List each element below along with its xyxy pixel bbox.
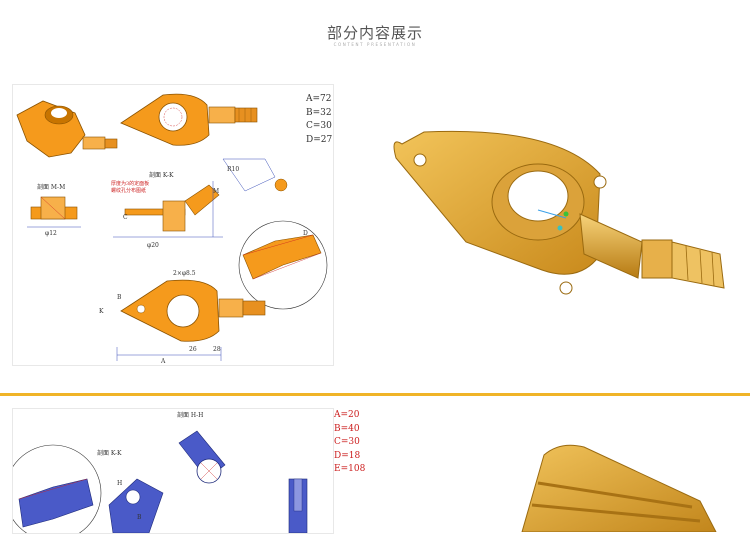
drawing-1-canvas: 剖面 M-M 剖面 K-K 厚度为3的定面板 螺纹孔分布图纸 (16, 93, 328, 365)
render-2-canvas (521, 444, 717, 532)
top-view-part (120, 93, 258, 146)
label-section-hh: 剖面 H-H (177, 411, 203, 419)
label-note-2: 螺纹孔分布图纸 (111, 187, 146, 194)
bottom-view-part (116, 279, 266, 361)
dimension-c-2: C=30 (334, 437, 360, 447)
dimension-list-2: A=20 B=40 C=30 D=18 E=108 (334, 409, 365, 477)
label-dim-phi20: φ20 (147, 242, 159, 249)
section-subtitle: CONTENT PRESENTATION (333, 42, 417, 47)
label-section-mm: 剖面 M-M (37, 183, 65, 191)
label-dim-m: M (213, 188, 219, 195)
label-dim-4x: 2×φ8.5 (173, 270, 196, 277)
label-dim-d: D (303, 230, 308, 237)
label-dim-26: 26 (189, 346, 197, 353)
label-dim-b: B (117, 294, 122, 301)
render-3d-part-1 (380, 110, 750, 330)
label-note-1: 厚度为3的定面板 (111, 180, 149, 187)
label-dim-28: 28 (213, 346, 221, 353)
label-dim-b-2: B (137, 514, 142, 521)
iso-view-part (16, 100, 118, 158)
label-dim-h: H (117, 480, 122, 487)
dimension-a: A=72 (306, 94, 332, 104)
section-title: 部分内容展示 (326, 24, 423, 42)
dimension-b: B=32 (306, 107, 332, 118)
dimension-e-2: E=108 (334, 464, 366, 474)
section-kk-view (113, 181, 223, 238)
drawing-2-canvas: 剖面 H-H 剖面 K-K H B (13, 411, 308, 533)
section-mm-view (27, 196, 81, 228)
label-dim-c: C (123, 214, 128, 221)
dimension-b-2: B=40 (334, 423, 360, 434)
dimension-c: C=30 (306, 121, 332, 131)
label-section-kk-2: 剖面 K-K (97, 449, 122, 457)
label-dim-r10: R10 (227, 166, 239, 173)
engineering-drawing-1: 剖面 M-M 剖面 K-K 厚度为3的定面板 螺纹孔分布图纸 (12, 84, 334, 366)
dimension-d: D=27 (306, 134, 333, 145)
detail-circle (238, 220, 328, 310)
section-kk-view-2 (108, 478, 164, 533)
label-section-kk: 剖面 K-K (149, 171, 174, 179)
label-dim-phi12: φ12 (45, 230, 57, 237)
detail-view-upper (222, 158, 288, 192)
engineering-drawing-2: 剖面 H-H 剖面 K-K H B (12, 408, 334, 534)
render-1-canvas (393, 130, 725, 295)
page-header: 部分内容展示 CONTENT PRESENTATION (0, 0, 750, 60)
dimension-d-2: D=18 (334, 450, 361, 461)
label-dim-a: A (160, 358, 166, 365)
side-view-part (288, 478, 308, 533)
label-dim-k: K (99, 308, 104, 315)
render-3d-part-2 (500, 435, 750, 532)
section-hh-view (178, 430, 226, 484)
section-divider (0, 393, 750, 396)
dimension-list-1: A=72 B=32 C=30 D=27 (306, 93, 332, 147)
detail-circle-2 (13, 444, 102, 533)
dimension-a-2: A=20 (334, 410, 360, 420)
